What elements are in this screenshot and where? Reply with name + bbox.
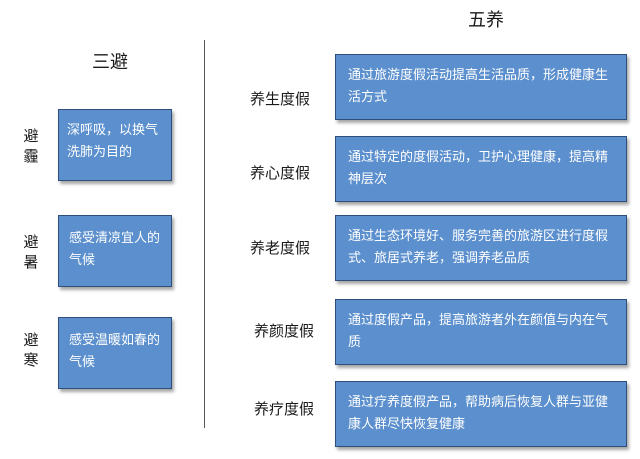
avoid-cold-box: 感受温暖如春的气候	[58, 317, 172, 389]
five-nurture-title: 五养	[468, 10, 504, 31]
avoid-heat-box: 感受清凉宜人的气候	[58, 215, 172, 287]
beauty-vacation-box: 通过度假产品，提高旅游者外在颜值与内在气质	[335, 299, 627, 365]
mind-vacation-box: 通过特定的度假活动，卫护心理健康，提高精神层次	[335, 136, 627, 202]
avoid-cold-label: 避寒	[23, 331, 39, 369]
health-vacation-label: 养生度假	[250, 90, 311, 108]
mind-vacation-label: 养心度假	[250, 164, 311, 182]
beauty-vacation-label: 养颜度假	[254, 322, 315, 340]
therapy-vacation-label: 养疗度假	[254, 400, 315, 418]
column-divider	[204, 40, 205, 428]
therapy-vacation-box: 通过疗养度假产品，帮助病后恢复人群与亚健康人群尽快恢复健康	[335, 381, 627, 447]
avoid-haze-box: 深呼吸，以换气洗肺为目的	[58, 109, 172, 181]
three-avoid-title: 三避	[92, 52, 128, 73]
health-vacation-box: 通过旅游度假活动提高生活品质，形成健康生活方式	[335, 54, 627, 120]
elderly-vacation-label: 养老度假	[250, 239, 311, 257]
avoid-haze-label: 避霾	[23, 127, 39, 165]
avoid-heat-label: 避暑	[23, 233, 39, 271]
elderly-vacation-box: 通过生态环境好、服务完善的旅游区进行度假式、旅居式养老，强调养老品质	[335, 215, 627, 281]
